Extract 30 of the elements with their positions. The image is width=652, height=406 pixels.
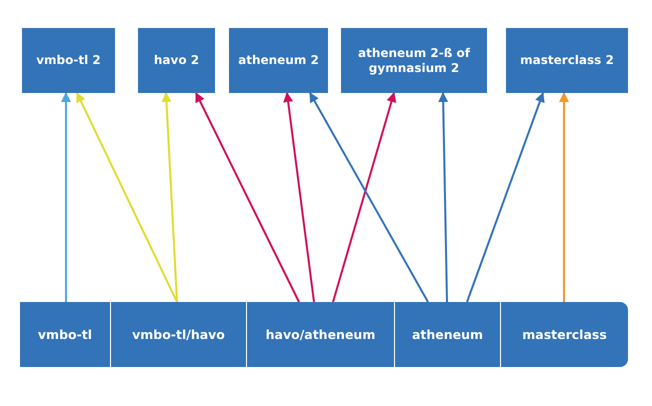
arrow <box>61 92 71 302</box>
level-box <box>22 28 115 93</box>
arrow <box>283 92 315 302</box>
arrow <box>332 92 396 302</box>
band-cell <box>246 302 394 367</box>
band-cell <box>394 302 500 367</box>
band-cell <box>500 302 628 367</box>
node-label: vmbo-tl 2 <box>36 53 101 68</box>
node-label: masterclass 2 <box>520 53 614 68</box>
node-label: atheneum 2-ß of gymnasium 2 <box>356 46 472 76</box>
arrow <box>466 92 545 302</box>
node-label: atheneum <box>412 326 484 342</box>
node-label: havo/atheneum <box>266 326 376 342</box>
band-cell <box>110 302 246 367</box>
arrow <box>76 92 178 302</box>
level-box <box>506 28 628 93</box>
arrow <box>161 92 178 302</box>
band-cell <box>20 302 110 367</box>
node-label: atheneum 2 <box>238 53 319 68</box>
arrow <box>559 92 569 302</box>
arrow <box>438 92 448 302</box>
level-box <box>138 28 215 93</box>
node-label: vmbo-tl <box>38 326 92 342</box>
level-box <box>341 28 487 93</box>
node-label: masterclass <box>522 326 607 342</box>
level-box <box>229 28 328 93</box>
arrow <box>309 92 429 302</box>
node-label: vmbo-tl/havo <box>132 326 225 342</box>
arrow <box>195 92 300 302</box>
node-label: havo 2 <box>154 53 200 68</box>
